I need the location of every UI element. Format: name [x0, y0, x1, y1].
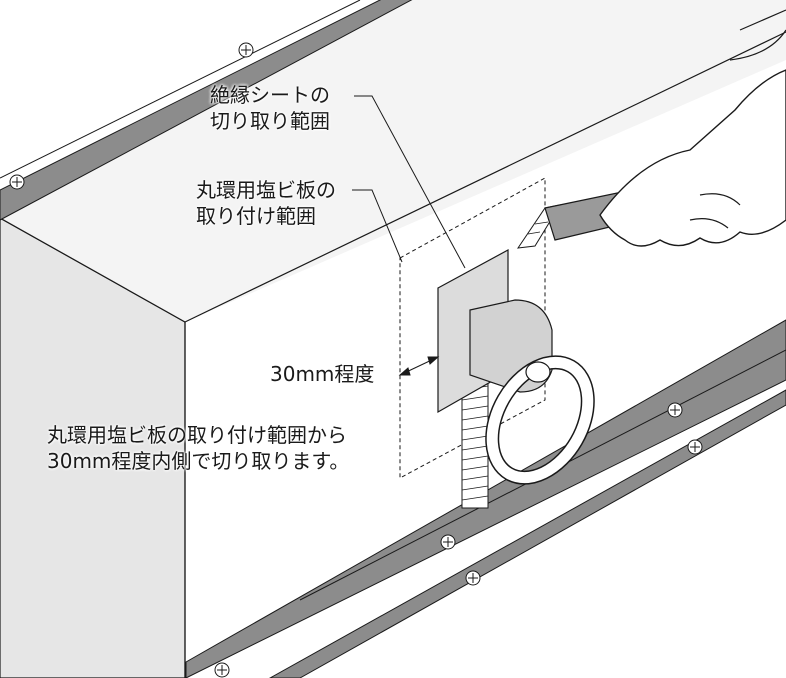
screw-icon: [440, 534, 456, 550]
glove-cuff: [729, 9, 786, 61]
bottom-rail-strip: [268, 389, 786, 678]
glove-finger-line: [689, 218, 729, 229]
label-line: 30mm程度内側で切り取ります。: [47, 449, 350, 473]
ring-plate-range-label: 丸環用塩ビ板の 取り付け範囲: [196, 177, 336, 229]
label-line: 30mm程度: [270, 362, 375, 386]
screw-icon: [214, 662, 230, 678]
wall-top-face: [0, 0, 786, 322]
top-rail-edge: [0, 0, 361, 179]
ring-inner: [486, 356, 594, 484]
label-line: 切り取り範囲: [210, 109, 330, 133]
screw-icon: [238, 42, 254, 58]
label-line: 丸環用塩ビ板の: [196, 178, 336, 202]
top-rail: [0, 0, 413, 221]
offset-label: 30mm程度: [270, 361, 374, 387]
gloved-hand: [599, 69, 786, 247]
leader-line: [352, 189, 403, 263]
mounting-range-outline: [399, 177, 546, 479]
dimension-arrow: [398, 356, 440, 376]
glove-finger-line: [699, 193, 741, 206]
ring-eye: [525, 361, 551, 383]
screw-icon: [667, 402, 683, 418]
wall-edge-line: [184, 31, 786, 323]
screw-icon: [687, 439, 703, 455]
instruction-text: 丸環用塩ビ板の取り付け範囲から 30mm程度内側で切り取ります。: [47, 422, 349, 474]
screw-icon: [465, 570, 481, 586]
wall-edge-line: [0, 217, 186, 323]
leader-line: [354, 95, 466, 269]
screw-icon: [9, 174, 25, 190]
insulation-sheet-label: 絶縁シートの 切り取り範囲: [210, 82, 330, 134]
label-line: 絶縁シートの: [210, 83, 330, 107]
label-line: 取り付け範囲: [196, 204, 316, 228]
label-line: 丸環用塩ビ板の取り付け範囲から: [47, 423, 347, 447]
